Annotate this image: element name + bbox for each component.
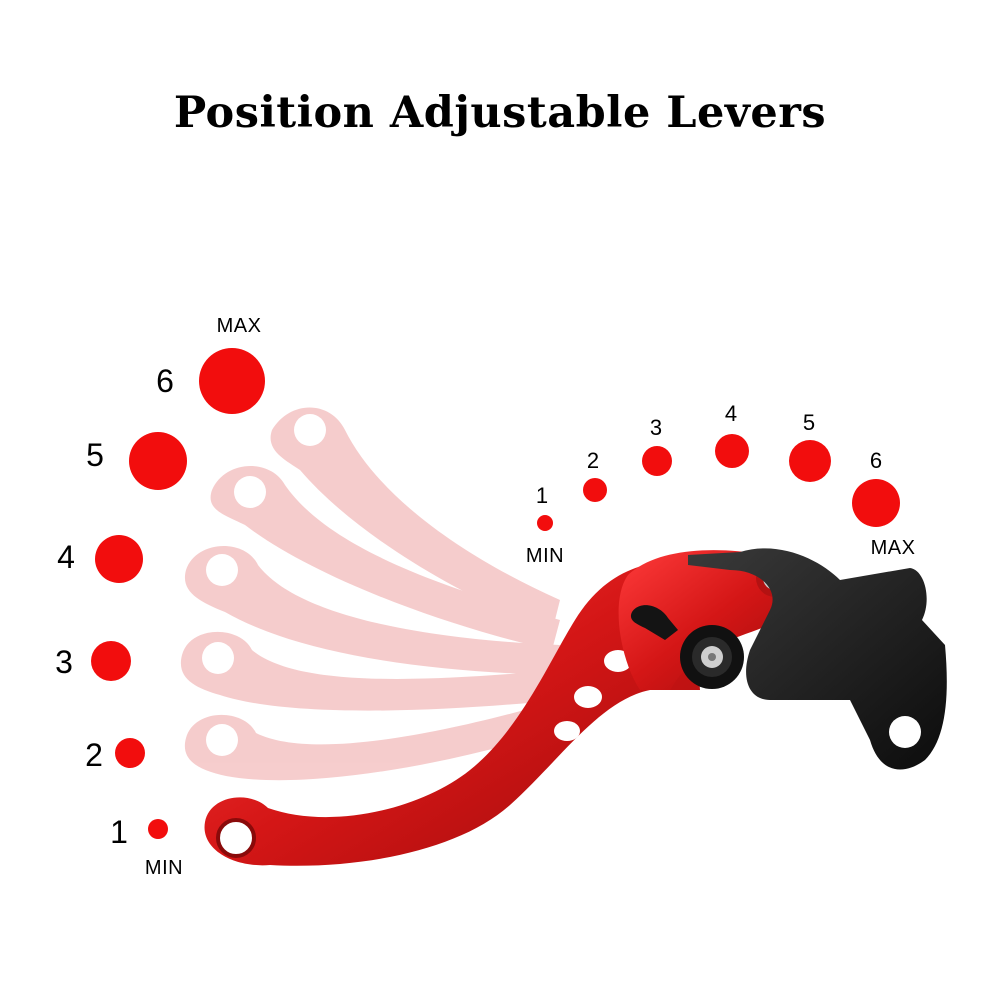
left-dot-6 bbox=[199, 348, 265, 414]
ghost-lever-5 bbox=[210, 466, 560, 650]
left-dot-2 bbox=[115, 738, 145, 768]
left-label-5: 5 bbox=[86, 437, 104, 473]
ghost-lever-3 bbox=[180, 631, 560, 711]
ghost-lever-4 bbox=[184, 546, 560, 675]
right-label-3: 3 bbox=[649, 415, 663, 440]
left-label-1: 1 bbox=[110, 814, 128, 850]
right-dot-2 bbox=[583, 478, 607, 502]
left-dot-3 bbox=[91, 641, 131, 681]
left-label-4: 4 bbox=[57, 539, 75, 575]
main-lever bbox=[204, 560, 700, 866]
ghost-levers bbox=[180, 407, 566, 781]
lever-hole bbox=[574, 686, 602, 708]
left-label-3: 3 bbox=[55, 644, 73, 680]
right-dot-3 bbox=[642, 446, 672, 476]
left-dot-4 bbox=[95, 535, 143, 583]
left-dot-1 bbox=[148, 819, 168, 839]
left-label-6: 6 bbox=[156, 363, 174, 399]
left-label-2: 2 bbox=[85, 737, 103, 773]
right-label-1: 1 bbox=[535, 483, 549, 508]
left-max-label: MAX bbox=[216, 315, 262, 337]
page-title: Position Adjustable Levers bbox=[173, 88, 827, 138]
right-label-4: 4 bbox=[724, 401, 738, 426]
mount-hole bbox=[889, 716, 921, 748]
right-label-5: 5 bbox=[802, 410, 816, 435]
left-min-label: MIN bbox=[144, 857, 184, 879]
lever-hole bbox=[554, 721, 580, 741]
ghost-lever-2 bbox=[184, 700, 566, 781]
right-dot-4 bbox=[715, 434, 749, 468]
right-label-2: 2 bbox=[586, 448, 600, 473]
lever-tip-hole bbox=[218, 820, 254, 856]
black-bracket bbox=[630, 548, 947, 770]
right-label-6: 6 bbox=[869, 448, 883, 473]
right-dot-5 bbox=[789, 440, 831, 482]
right-max-label: MAX bbox=[870, 537, 916, 559]
left-dot-5 bbox=[129, 432, 187, 490]
ghost-lever-6 bbox=[270, 407, 560, 632]
right-dot-1 bbox=[537, 515, 553, 531]
right-min-label: MIN bbox=[525, 545, 565, 567]
right-dot-6 bbox=[852, 479, 900, 527]
